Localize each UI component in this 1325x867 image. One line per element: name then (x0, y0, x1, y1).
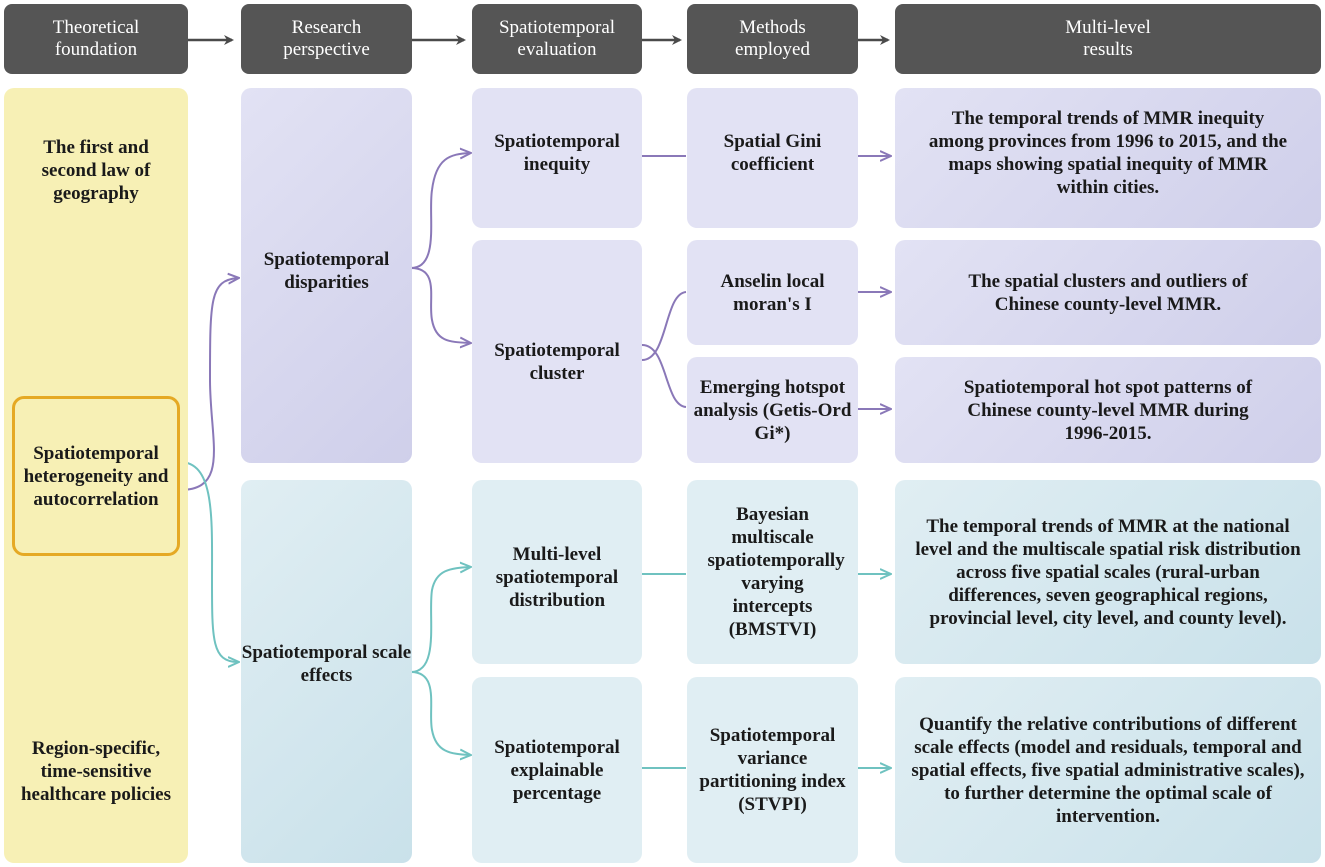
header-theoretical-label: Theoretical foundation (52, 17, 140, 60)
method-bmstvi: Bayesian multiscale spatiotemporally var… (687, 480, 858, 664)
purple-curve-cluster (410, 267, 470, 343)
purple-curve-emerging (641, 344, 687, 408)
header-results-label: Multi-level results (1065, 17, 1151, 60)
teal-curve-foundation (179, 461, 238, 662)
result-variance: Quantify the relative contributions of d… (895, 677, 1321, 863)
purple-curve-inequity (410, 153, 470, 269)
header-theoretical: Theoretical foundation (4, 4, 188, 74)
result-hotspots: Spatiotemporal hot spot patterns of Chin… (895, 357, 1321, 463)
perspective-scale-effects: Spatiotemporal scale effects (241, 480, 412, 863)
foundation-top: The first and second law of geography (41, 136, 151, 204)
evaluation-explainable: Spatiotemporal explainable percentage (472, 677, 642, 863)
header-methods: Methods employed (687, 4, 858, 74)
teal-curve-distribution (410, 567, 470, 673)
result-clusters: The spatial clusters and outliers of Chi… (895, 240, 1321, 345)
purple-curve-anselin (641, 291, 687, 361)
header-research: Research perspective (241, 4, 412, 74)
header-spatiotemporal-label: Spatiotemporal evaluation (498, 17, 616, 60)
header-results: Multi-level results (895, 4, 1321, 74)
header-spatiotemporal: Spatiotemporal evaluation (472, 4, 642, 74)
method-gini: Spatial Gini coefficient (687, 88, 858, 228)
purple-curve-foundation (179, 278, 238, 491)
result-inequity: The temporal trends of MMR inequity amon… (895, 88, 1321, 228)
evaluation-cluster: Spatiotemporal cluster (472, 240, 642, 463)
header-research-label: Research perspective (283, 17, 370, 60)
foundation-core: Spatiotemporal heterogeneity and autocor… (12, 396, 180, 556)
foundation-bottom: Region-specific, time-sensitive healthca… (20, 737, 172, 805)
evaluation-inequity: Spatiotemporal inequity (472, 88, 642, 228)
method-stvpi: Spatiotemporal variance partitioning ind… (687, 677, 858, 863)
teal-curve-explainable (410, 671, 470, 755)
evaluation-distribution: Multi-level spatiotemporal distribution (472, 480, 642, 664)
method-anselin: Anselin local moran's I (687, 240, 858, 345)
header-methods-label: Methods employed (735, 17, 810, 60)
method-emerging: Emerging hotspot analysis (Getis-Ord Gi*… (687, 357, 858, 463)
result-distribution: The temporal trends of MMR at the nation… (895, 480, 1321, 664)
perspective-disparities: Spatiotemporal disparities (241, 88, 412, 463)
